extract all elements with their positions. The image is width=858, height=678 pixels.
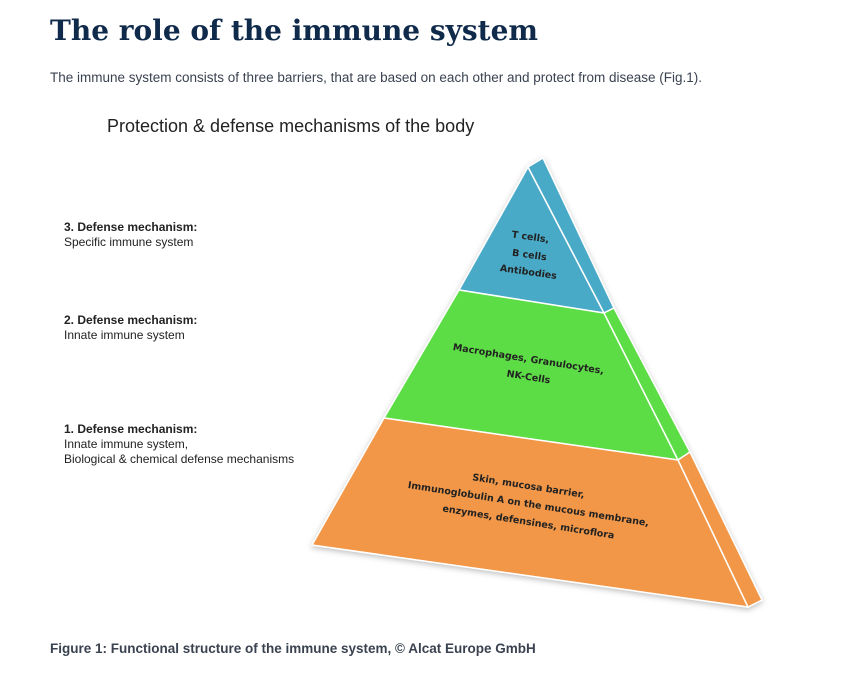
level-1-heading: 1. Defense mechanism: [64,422,198,436]
level-1-description: Innate immune system, [64,437,189,451]
tier-1-side [677,450,763,609]
level-2-label: 2. Defense mechanism: Innate immune syst… [64,313,197,343]
page-title: The role of the immune system [50,14,539,47]
level-3-label: 3. Defense mechanism: Specific immune sy… [64,220,197,250]
level-2-description: Innate immune system [64,328,185,342]
level-2-heading: 2. Defense mechanism: [64,313,198,327]
level-3-heading: 3. Defense mechanism: [64,220,198,234]
figure-caption: Figure 1: Functional structure of the im… [50,641,536,656]
tier-3-text-1: T cells, [511,229,550,245]
level-3-description: Specific immune system [64,235,194,249]
level-1-description-2: Biological & chemical defense mechanisms [64,452,295,466]
tier-3-text-2: B cells [511,248,547,264]
diagram-title: Protection & defense mechanisms of the b… [107,116,475,136]
intro-text: The immune system consists of three barr… [50,70,703,85]
level-1-label: 1. Defense mechanism: Innate immune syst… [64,422,294,467]
